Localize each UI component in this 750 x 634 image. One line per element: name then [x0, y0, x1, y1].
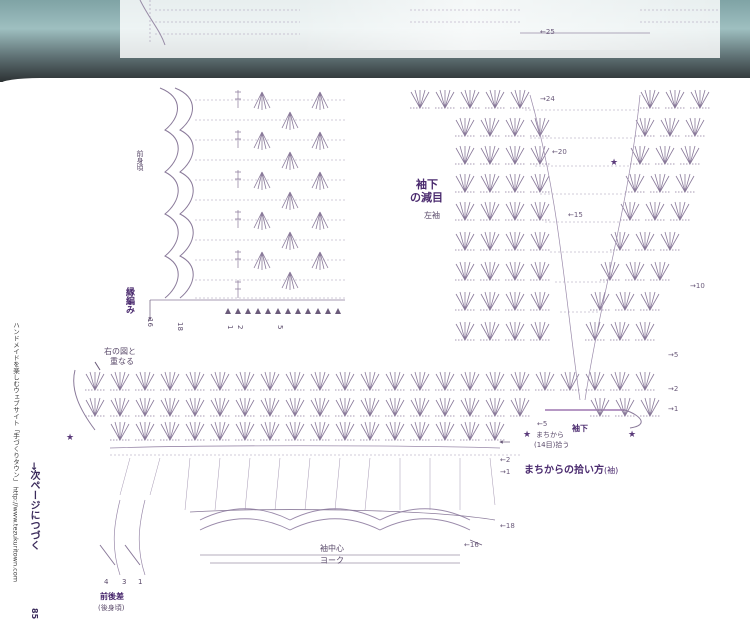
yoke-row-label-16: ←16 — [464, 541, 479, 549]
previous-page-fold — [0, 0, 750, 82]
sleeve-row-label-15: ←15 — [568, 211, 583, 219]
yoke-bottom-number-4: 4 — [104, 578, 109, 586]
star-markers: ★ ★ ★ ★ — [66, 158, 636, 443]
yoke-band — [73, 361, 661, 511]
yoke-bottom-number-3: 3 — [122, 578, 127, 586]
sleeve-title-line2: の減目 — [410, 191, 443, 204]
page-paper — [0, 78, 750, 634]
sleeve-row-label-5: →5 — [668, 351, 679, 359]
overlap-label-line2: 重なる — [110, 357, 134, 366]
yoke-row-label-18: ←18 — [500, 522, 515, 530]
sleeve-row-label-1: →1 — [668, 405, 679, 413]
top-strip-pattern — [139, 0, 720, 46]
sleeve-center-label: 袖中心 — [320, 544, 344, 553]
svg-text:★: ★ — [610, 158, 618, 168]
front-bottom-1: 1 — [226, 325, 234, 330]
yoke-label: ヨーク — [320, 556, 344, 565]
yoke-row-label-1: →1 — [500, 468, 511, 476]
sleeve-row-label-20: ←20 — [552, 148, 567, 156]
front-back-diff-label: 前後差 — [100, 592, 124, 601]
yoke-scallops — [99, 499, 496, 576]
front-bottom-5: 5 — [276, 325, 284, 330]
sleeve-decrease-panel — [409, 89, 711, 429]
yoke-row-label-2: ←2 — [500, 456, 511, 464]
svg-text:★: ★ — [66, 433, 74, 443]
sleeve-row-label-10: →10 — [690, 282, 705, 290]
sleeve-subtitle: 左袖 — [424, 211, 440, 220]
sleeve-row-label-2: →2 — [668, 385, 679, 393]
front-row-16: 16 — [146, 318, 154, 327]
svg-text:★: ★ — [523, 430, 531, 440]
page-glare — [300, 0, 720, 50]
overlap-label-line1: 右の図と — [104, 347, 136, 356]
underarm-label: 袖下 — [572, 424, 588, 433]
next-page-note: →次ページにつづく — [28, 462, 39, 551]
yoke-bottom-number-1: 1 — [138, 578, 143, 586]
machi-label-line1: まちから — [536, 431, 564, 439]
page-number: 85 — [30, 608, 39, 620]
back-body-label: (後身頃) — [98, 604, 125, 612]
sleeve-title-line1: 袖下 — [416, 178, 438, 191]
pickup-title: まちからの拾い方(袖) — [524, 465, 619, 476]
edge-label: 縁編み — [124, 287, 134, 314]
top-row-label: ←25 — [540, 28, 555, 36]
front-bottom-2: 2 — [236, 325, 244, 330]
front-body-panel — [150, 87, 345, 314]
yoke-row-label-5: ←5 — [537, 420, 548, 428]
side-caption: ハンドメイドを楽しむウェブサイト「手づくりタウン」 http://www.tez… — [11, 322, 20, 583]
front-body-label: 前身頃 — [136, 150, 144, 171]
machi-label-line2: (14目)拾う — [534, 441, 570, 449]
sleeve-row-label-24: →24 — [540, 95, 555, 103]
front-row-18: 18 — [176, 322, 184, 331]
svg-text:★: ★ — [628, 430, 636, 440]
